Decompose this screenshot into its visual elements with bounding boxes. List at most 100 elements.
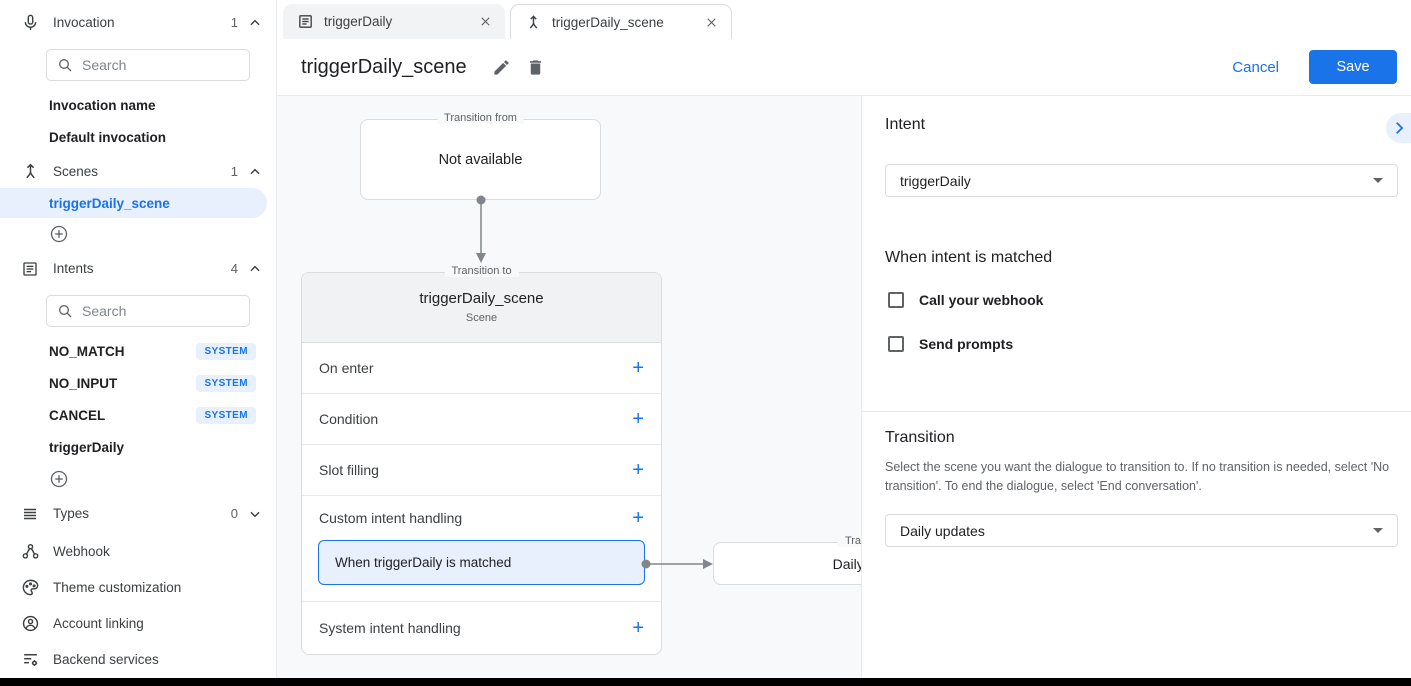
sidebar-item-label: triggerDaily — [49, 439, 125, 455]
sidebar-item-label: Invocation name — [49, 97, 156, 113]
add-system-intent-button[interactable]: + — [632, 617, 644, 639]
tab-bar: triggerDaily triggerDaily_scene — [277, 0, 1411, 39]
sidebar-item-default-invocation[interactable]: Default invocation — [0, 121, 276, 153]
delete-button[interactable] — [519, 50, 553, 84]
plus-circle-icon — [50, 470, 68, 488]
screen-bottom-bar — [0, 678, 1411, 686]
intent-select[interactable]: triggerDaily — [885, 164, 1398, 197]
sidebar-item-label: Default invocation — [49, 129, 167, 145]
section-label: System intent handling — [319, 620, 461, 636]
sidebar-item-label: triggerDaily_scene — [49, 195, 170, 211]
close-icon[interactable] — [477, 14, 493, 30]
sidebar-section-label: Types — [53, 506, 90, 521]
transition-scene-select[interactable]: Daily updates — [885, 514, 1398, 547]
node-legend: Transition to — [444, 265, 519, 277]
close-icon[interactable] — [703, 14, 719, 30]
transition-from-node: Transition from Not available — [360, 112, 601, 200]
sidebar-item-webhook[interactable]: Webhook — [0, 533, 276, 569]
next-scene-node[interactable]: Transition to Daily updates — [713, 535, 861, 585]
custom-intent-node-when-triggerdaily-matched[interactable]: When triggerDaily is matched — [318, 540, 645, 585]
send-prompts-checkbox-row[interactable]: Send prompts — [888, 336, 1013, 352]
transition-heading: Transition — [885, 429, 955, 446]
add-on-enter-button[interactable]: + — [632, 357, 644, 379]
types-icon — [20, 504, 40, 524]
caret-down-icon — [1373, 178, 1383, 183]
sidebar-item-theme-customization[interactable]: Theme customization — [0, 569, 276, 605]
plus-circle-icon — [50, 225, 68, 243]
checkbox-unchecked-icon[interactable] — [888, 292, 904, 308]
sidebar-item-backend-services[interactable]: Backend services — [0, 641, 276, 677]
sidebar-item-triggerdaily-scene[interactable]: triggerDaily_scene — [0, 188, 267, 218]
scene-icon — [20, 162, 40, 182]
save-button[interactable]: Save — [1309, 50, 1397, 84]
intent-select-value: triggerDaily — [900, 172, 971, 189]
scene-icon — [525, 14, 542, 31]
sidebar-item-label: CANCEL — [49, 407, 106, 423]
search-icon — [59, 305, 72, 318]
sidebar-item-label: NO_INPUT — [49, 375, 118, 391]
section-label: Custom intent handling — [319, 510, 463, 526]
sidebar-item-no-input[interactable]: NO_INPUT SYSTEM — [0, 367, 276, 399]
tab-triggerdaily-scene[interactable]: triggerDaily_scene — [510, 4, 732, 39]
section-slot-filling: Slot filling + — [302, 445, 661, 496]
sidebar-section-count: 0 — [230, 506, 238, 521]
system-badge: SYSTEM — [196, 406, 256, 424]
add-intent-button[interactable] — [0, 463, 276, 495]
panel-divider — [862, 411, 1411, 412]
caret-down-icon — [1373, 528, 1383, 533]
sidebar-item-invocation-name[interactable]: Invocation name — [0, 89, 276, 121]
invocation-search — [46, 49, 250, 81]
intent-detail-panel: Intent triggerDaily When intent is match… — [861, 96, 1411, 678]
transition-from-value: Not available — [438, 151, 523, 168]
webhook-icon — [20, 541, 40, 561]
tab-label: triggerDaily_scene — [552, 14, 664, 30]
transition-description: Select the scene you want the dialogue t… — [885, 460, 1390, 494]
add-condition-button[interactable]: + — [632, 408, 644, 430]
content-area: Transition from Not available Transition… — [277, 95, 1411, 678]
sidebar-item-no-match[interactable]: NO_MATCH SYSTEM — [0, 335, 276, 367]
collapse-panel-button[interactable] — [1386, 113, 1411, 143]
add-custom-intent-button[interactable]: + — [632, 507, 644, 529]
sidebar-section-types[interactable]: Types 0 — [0, 497, 276, 530]
chevron-down-icon — [248, 507, 262, 521]
sidebar-item-label: Theme customization — [53, 579, 182, 595]
sidebar-section-scenes[interactable]: Scenes 1 — [0, 155, 276, 188]
scene-node-subtitle: Scene — [465, 312, 498, 324]
scene-node-header: triggerDaily_scene Scene — [302, 273, 661, 343]
tab-triggerdaily[interactable]: triggerDaily — [283, 4, 505, 39]
sidebar-item-account-linking[interactable]: Account linking — [0, 605, 276, 641]
system-badge: SYSTEM — [196, 342, 256, 360]
add-slot-filling-button[interactable]: + — [632, 459, 644, 481]
sidebar-section-label: Invocation — [53, 15, 115, 30]
transition-select-value: Daily updates — [900, 522, 985, 539]
invocation-search-input[interactable] — [82, 57, 239, 73]
intents-search-input[interactable] — [82, 303, 239, 319]
trash-icon — [530, 59, 542, 75]
sidebar-section-invocation[interactable]: Invocation 1 — [0, 6, 276, 39]
edit-button[interactable] — [485, 50, 519, 84]
intent-icon — [20, 259, 40, 279]
next-scene-title: Daily updates — [832, 555, 861, 572]
sidebar-item-label: NO_MATCH — [49, 343, 125, 359]
checkbox-unchecked-icon[interactable] — [888, 336, 904, 352]
sidebar-section-label: Scenes — [53, 164, 99, 179]
section-system-intent-handling: System intent handling + — [302, 602, 661, 654]
chevron-right-icon — [1396, 122, 1404, 134]
pencil-icon — [494, 59, 509, 75]
sidebar-item-triggerdaily[interactable]: triggerDaily — [0, 431, 276, 463]
sidebar-item-cancel[interactable]: CANCEL SYSTEM — [0, 399, 276, 431]
chevron-up-icon — [248, 16, 262, 30]
microphone-icon — [20, 13, 40, 33]
add-scene-button[interactable] — [0, 218, 276, 250]
sidebar-section-intents[interactable]: Intents 4 — [0, 252, 276, 285]
call-webhook-checkbox-row[interactable]: Call your webhook — [888, 292, 1043, 308]
section-custom-intent-handling: Custom intent handling + When triggerDai… — [302, 496, 661, 602]
sidebar-item-label: Account linking — [53, 615, 144, 631]
cancel-button[interactable]: Cancel — [1232, 58, 1279, 76]
checkbox-label: Call your webhook — [919, 292, 1044, 308]
sidebar-section-count: 1 — [230, 15, 238, 30]
search-icon — [59, 59, 72, 72]
backend-services-icon — [20, 649, 40, 669]
scene-canvas: Transition from Not available Transition… — [277, 96, 861, 678]
